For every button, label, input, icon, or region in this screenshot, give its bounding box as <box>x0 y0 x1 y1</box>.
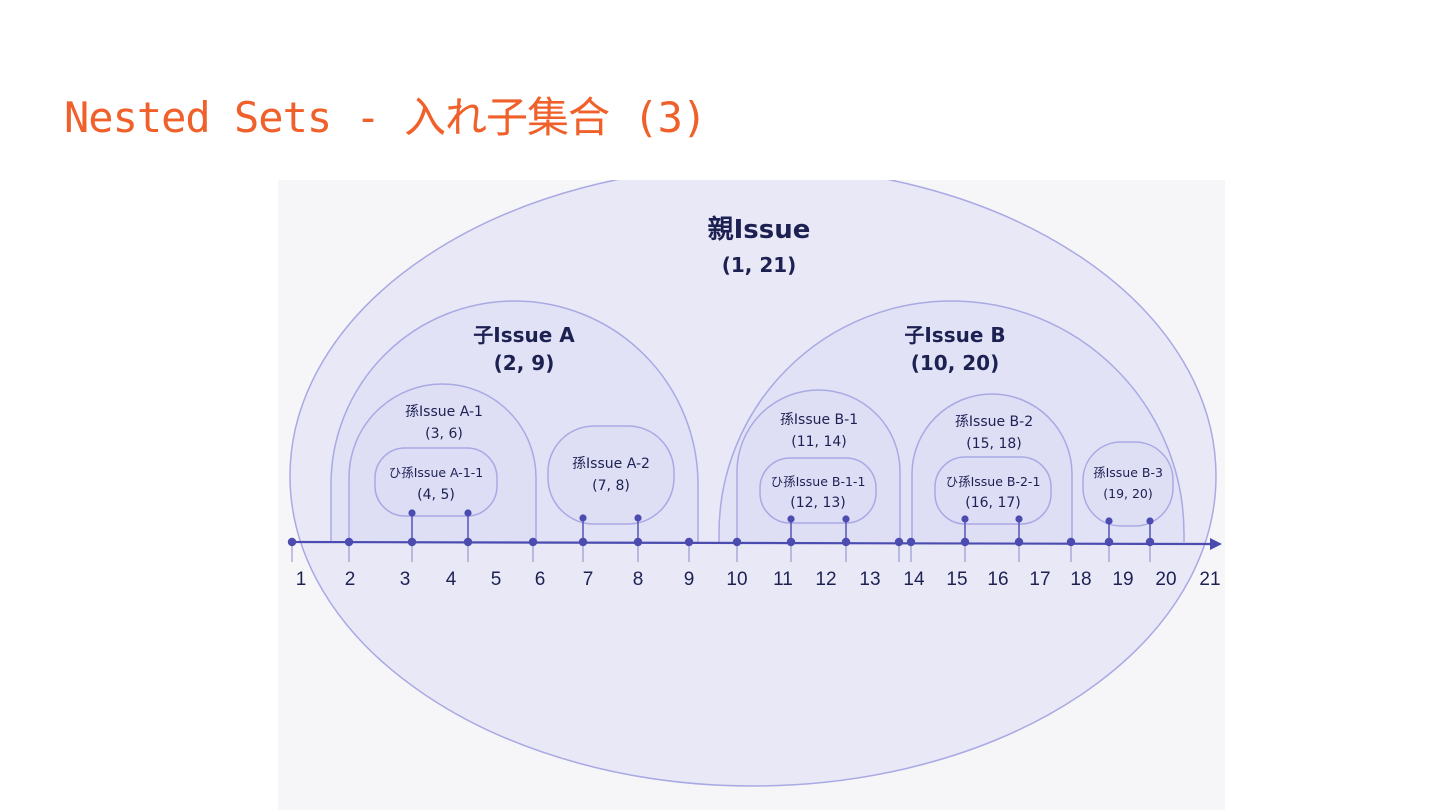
region-name-child-b: 子Issue B <box>904 323 1005 347</box>
region-name-grandchild-a1: 孫Issue A-1 <box>405 404 483 420</box>
axis-tick-label: 6 <box>535 569 546 590</box>
axis-arrowhead <box>1210 538 1222 550</box>
region-range-grandchild-b1: (11, 14) <box>791 434 846 450</box>
labels-layer: 親Issue (1, 21) 子Issue A (2, 9) 子Issue B (10, … <box>389 215 1163 511</box>
axis-tick-label: 21 <box>1199 569 1220 590</box>
boundary-dot-upper <box>961 515 969 523</box>
axis-tick-label: 10 <box>726 569 747 590</box>
axis-dot <box>684 537 694 547</box>
region-name-grandchild-b3: 孫Issue B-3 <box>1093 465 1163 480</box>
axis-dot <box>1104 537 1114 547</box>
axis-dot <box>407 537 417 547</box>
boundary-dot-upper <box>464 509 472 517</box>
axis-tick-label: 17 <box>1029 569 1050 590</box>
axis-dot <box>732 537 742 547</box>
boundary-dot-upper <box>408 509 416 517</box>
axis-dot <box>463 537 473 547</box>
region-range-grandchild-b3: (19, 20) <box>1103 486 1153 501</box>
boundary-dot-upper <box>1015 515 1023 523</box>
axis-tick-label: 20 <box>1155 569 1176 590</box>
region-name-grandchild-b1: 孫Issue B-1 <box>780 412 858 428</box>
boundary-dot-upper <box>1105 517 1113 525</box>
region-range-grandchild-a2: (7, 8) <box>592 478 630 494</box>
axis-dot <box>894 537 904 547</box>
axis-tick-label: 7 <box>583 569 594 590</box>
axis-tick-label: 1 <box>296 569 307 590</box>
region-range-great-b11: (12, 13) <box>790 495 845 511</box>
region-name-grandchild-a2: 孫Issue A-2 <box>572 456 650 472</box>
axis-tick-label: 13 <box>859 569 880 590</box>
axis-tick-label: 4 <box>446 569 457 590</box>
region-name-great-b11: ひ孫Issue B-1-1 <box>771 474 866 489</box>
axis-tick-label: 16 <box>987 569 1008 590</box>
region-great-b11 <box>759 457 877 524</box>
axis-tick-label: 15 <box>946 569 967 590</box>
region-name-parent: 親Issue <box>708 215 811 245</box>
axis-tick-label: 12 <box>815 569 836 590</box>
axis-tick-label: 8 <box>633 569 644 590</box>
axis-tick-label: 19 <box>1112 569 1133 590</box>
axis-tick-label: 5 <box>491 569 502 590</box>
regions-layer <box>289 180 1217 787</box>
region-name-great-a11: ひ孫Issue A-1-1 <box>389 465 484 480</box>
axis-dot <box>906 537 916 547</box>
axis-dot <box>1145 537 1155 547</box>
axis-dot <box>528 537 538 547</box>
axis-tick-label: 3 <box>400 569 411 590</box>
region-great-b21 <box>934 456 1052 525</box>
region-name-great-b21: ひ孫Issue B-2-1 <box>946 474 1041 489</box>
axis-tick-label: 14 <box>903 569 925 590</box>
axis-dot <box>1014 537 1024 547</box>
boundary-dot-upper <box>634 514 642 522</box>
boundary-dot-upper <box>1146 517 1154 525</box>
region-great-a11 <box>374 447 498 517</box>
axis-dot <box>841 537 851 547</box>
region-range-child-a: (2, 9) <box>494 351 555 375</box>
axis-tick-label: 9 <box>684 569 695 590</box>
axis-tick-label: 11 <box>773 569 793 590</box>
axis-dot <box>960 537 970 547</box>
axis-dot <box>633 537 643 547</box>
axis-line <box>289 540 1213 546</box>
region-grandchild-a2 <box>547 425 675 525</box>
boundary-dot-upper <box>787 515 795 523</box>
region-range-great-a11: (4, 5) <box>417 487 455 503</box>
axis-tick-label: 18 <box>1070 569 1091 590</box>
region-range-parent: (1, 21) <box>722 253 797 277</box>
axis-dot <box>344 537 354 547</box>
region-range-grandchild-b2: (15, 18) <box>966 436 1021 452</box>
boundary-dot-upper <box>579 514 587 522</box>
axis-dot <box>786 537 796 547</box>
region-name-grandchild-b2: 孫Issue B-2 <box>955 414 1033 430</box>
region-grandchild-b3 <box>1082 441 1174 527</box>
region-name-child-a: 子Issue A <box>473 323 575 347</box>
axis-dot <box>578 537 588 547</box>
region-range-great-b21: (16, 17) <box>965 495 1020 511</box>
region-range-child-b: (10, 20) <box>911 351 1000 375</box>
region-range-grandchild-a1: (3, 6) <box>425 426 463 442</box>
axis-dot <box>1066 537 1076 547</box>
axis-tick-label: 2 <box>345 569 356 590</box>
slide-title: Nested Sets - 入れ子集合 (3) <box>64 93 707 142</box>
axis-dot <box>287 537 297 547</box>
boundary-dot-upper <box>842 515 850 523</box>
